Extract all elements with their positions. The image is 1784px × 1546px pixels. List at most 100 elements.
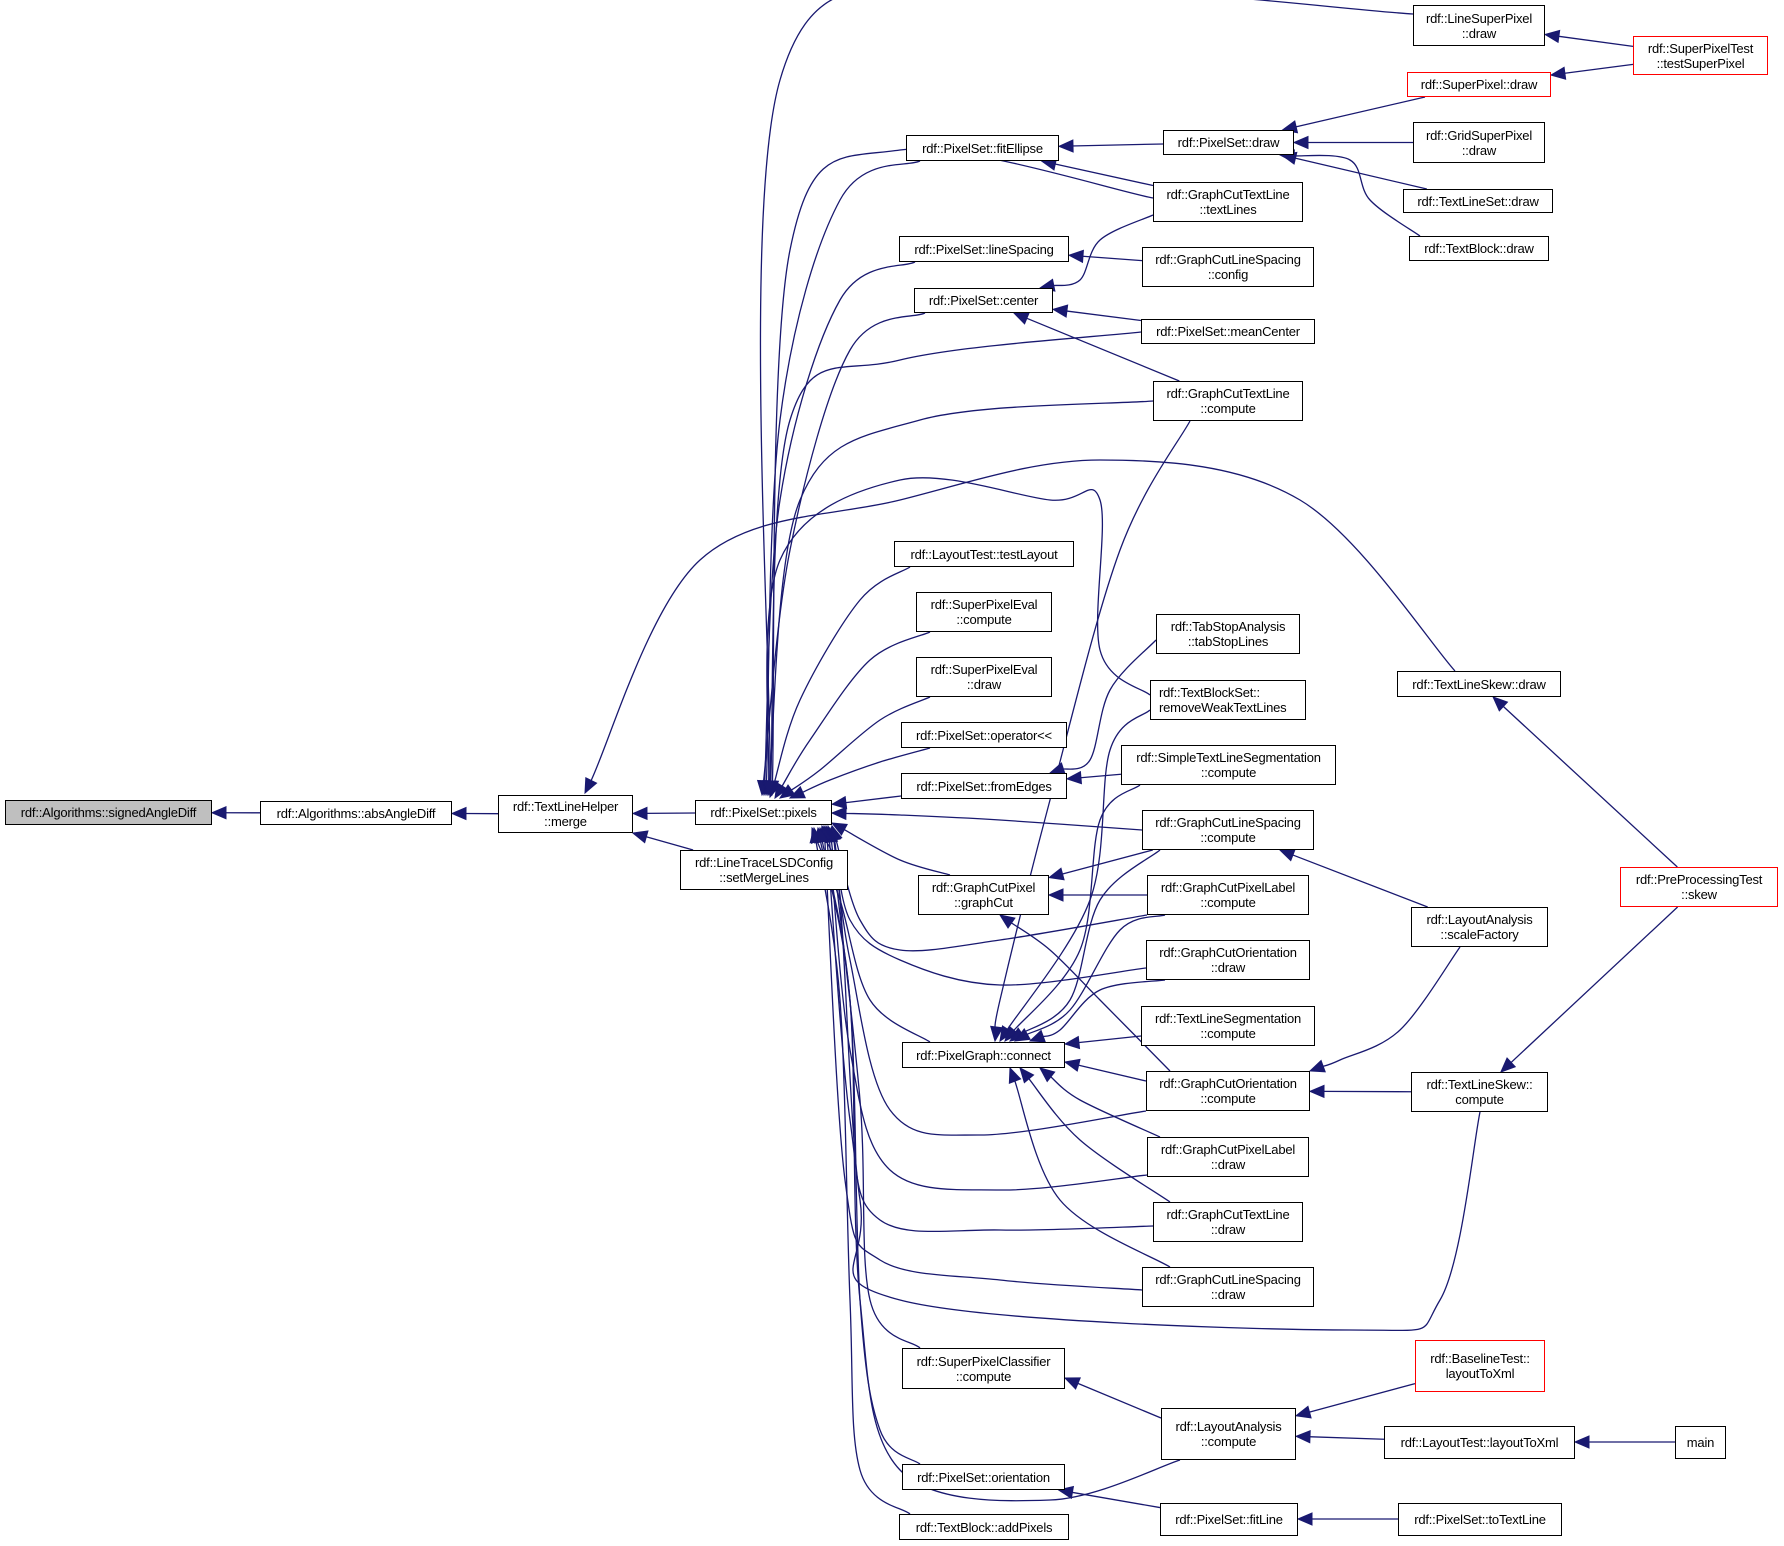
edge-line <box>1019 849 1161 1035</box>
graph-node-tlSkewDraw[interactable]: rdf::TextLineSkew::draw <box>1397 671 1561 697</box>
graph-node-textBlockDraw[interactable]: rdf::TextBlock::draw <box>1409 236 1549 261</box>
graph-node-gctlCompute[interactable]: rdf::GraphCutTextLine ::compute <box>1153 381 1303 421</box>
graph-node-spEvalCompute[interactable]: rdf::SuperPixelEval ::compute <box>916 592 1052 632</box>
graph-node-tabStopLines[interactable]: rdf::TabStopAnalysis ::tabStopLines <box>1156 614 1300 654</box>
graph-node-operatorShift[interactable]: rdf::PixelSet::operator<< <box>901 722 1067 748</box>
edge-ppSkew-to-tlSkewDraw <box>1492 696 1678 868</box>
node-label: rdf::PixelSet::draw <box>1177 135 1280 150</box>
edge-line <box>772 566 911 786</box>
edge-arrowhead <box>1292 135 1309 150</box>
graph-node-graphCut[interactable]: rdf::GraphCutPixel ::graphCut <box>918 875 1049 915</box>
node-label: rdf::GraphCutOrientation ::draw <box>1159 945 1297 975</box>
graph-node-pixelSetDraw[interactable]: rdf::PixelSet::draw <box>1163 130 1294 155</box>
graph-node-gridSPDraw[interactable]: rdf::GridSuperPixel ::draw <box>1413 122 1545 163</box>
graph-node-spDraw[interactable]: rdf::SuperPixel::draw <box>1407 72 1551 97</box>
graph-node-meanCenter[interactable]: rdf::PixelSet::meanCenter <box>1141 319 1315 344</box>
edge-line <box>762 312 926 784</box>
graph-node-lineSPDraw[interactable]: rdf::LineSuperPixel ::draw <box>1413 5 1545 46</box>
edge-line <box>1012 784 1141 1033</box>
graph-node-fitLine[interactable]: rdf::PixelSet::fitLine <box>1160 1503 1298 1536</box>
edge-arrowhead <box>1063 1035 1081 1050</box>
graph-node-gcplDraw[interactable]: rdf::GraphCutPixelLabel ::draw <box>1147 1137 1309 1177</box>
graph-node-tlSetDraw[interactable]: rdf::TextLineSet::draw <box>1403 189 1553 213</box>
graph-node-toTextLine[interactable]: rdf::PixelSet::toTextLine <box>1398 1503 1562 1536</box>
node-label: rdf::PixelGraph::connect <box>916 1047 1051 1063</box>
graph-node-gctlDraw[interactable]: rdf::GraphCutTextLine ::draw <box>1153 1202 1303 1242</box>
edge-merge-to-absAngleDiff <box>450 806 499 821</box>
edge-line <box>1051 214 1154 287</box>
edge-main-to-layoutTestLayoutToXml <box>1573 1435 1675 1449</box>
node-label: rdf::GridSuperPixel ::draw <box>1425 127 1533 158</box>
edge-arrowhead <box>1573 1435 1590 1449</box>
node-label: rdf::SuperPixelEval ::compute <box>930 597 1038 627</box>
graph-node-center[interactable]: rdf::PixelSet::center <box>914 288 1053 313</box>
edge-tlSkewDraw-to-merge <box>584 459 1456 795</box>
graph-node-gclsConfig[interactable]: rdf::GraphCutLineSpacing ::config <box>1142 247 1314 287</box>
graph-node-absAngleDiff[interactable]: rdf::Algorithms::absAngleDiff <box>260 801 452 825</box>
graph-node-orientation[interactable]: rdf::PixelSet::orientation <box>902 1464 1065 1490</box>
graph-node-tlsCompute[interactable]: rdf::TextLineSegmentation ::compute <box>1141 1006 1315 1046</box>
edge-graphCut-to-pixels <box>830 822 951 876</box>
node-label: rdf::PixelSet::center <box>928 293 1039 308</box>
edge-line <box>644 835 694 851</box>
edge-line <box>1076 1035 1142 1044</box>
graph-node-tlSkewCompute[interactable]: rdf::TextLineSkew:: compute <box>1411 1072 1548 1112</box>
graph-node-gclsDraw[interactable]: rdf::GraphCutLineSpacing ::draw <box>1142 1267 1314 1307</box>
edge-arrowhead <box>1492 696 1509 712</box>
edge-line <box>824 837 1481 1332</box>
edge-arrowhead <box>1019 1067 1035 1084</box>
graph-node-baselineLayoutToXml[interactable]: rdf::BaselineTest:: layoutToXml <box>1415 1340 1545 1392</box>
edge-absAngleDiff-to-signedAngleDiff <box>210 805 261 820</box>
edge-gclsConfig-to-lineSpacing <box>1067 249 1143 264</box>
graph-node-setMergeLines[interactable]: rdf::LineTraceLSDConfig ::setMergeLines <box>680 850 848 890</box>
graph-node-pixels[interactable]: rdf::PixelSet::pixels <box>695 800 832 825</box>
edge-line <box>833 837 1147 986</box>
graph-node-laCompute[interactable]: rdf::LayoutAnalysis ::compute <box>1161 1408 1296 1460</box>
graph-node-scaleFactory[interactable]: rdf::LayoutAnalysis ::scaleFactory <box>1411 907 1548 947</box>
edge-line <box>1024 316 1180 382</box>
graph-node-gctlTextLines[interactable]: rdf::GraphCutTextLine ::textLines <box>1153 182 1303 222</box>
graph-node-gclsCompute[interactable]: rdf::GraphCutLineSpacing ::compute <box>1142 810 1314 850</box>
graph-node-signedAngleDiff: rdf::Algorithms::signedAngleDiff <box>5 800 212 825</box>
graph-node-layoutTestLayoutToXml[interactable]: rdf::LayoutTest::layoutToXml <box>1384 1426 1575 1459</box>
graph-node-gcoCompute[interactable]: rdf::GraphCutOrientation ::compute <box>1146 1071 1310 1111</box>
edge-arrowhead <box>1499 1057 1517 1073</box>
edge-laCompute-to-spClassifierCompute <box>1063 1377 1162 1419</box>
edge-line <box>1061 639 1157 770</box>
edge-line <box>832 837 1147 1136</box>
graph-node-spClassifierCompute[interactable]: rdf::SuperPixelClassifier ::compute <box>902 1348 1065 1389</box>
edge-pixelSetDraw-to-fitEllipse <box>1057 139 1164 153</box>
edge-line <box>1293 157 1427 190</box>
graph-node-ppSkew[interactable]: rdf::PreProcessingTest ::skew <box>1620 867 1778 907</box>
graph-node-merge[interactable]: rdf::TextLineHelper ::merge <box>498 795 633 833</box>
edge-arrowhead <box>830 806 847 821</box>
node-label: rdf::LineTraceLSDConfig ::setMergeLines <box>695 855 833 885</box>
graph-node-gcoDraw[interactable]: rdf::GraphCutOrientation ::draw <box>1146 940 1310 980</box>
node-label: rdf::PixelSet::fitEllipse <box>922 140 1043 156</box>
node-label: rdf::GraphCutPixel ::graphCut <box>931 880 1036 910</box>
graph-node-lineSpacing[interactable]: rdf::PixelSet::lineSpacing <box>899 236 1069 262</box>
edge-tlSetDraw-to-pixelSetDraw <box>1280 151 1427 190</box>
graph-node-connect[interactable]: rdf::PixelGraph::connect <box>902 1042 1065 1068</box>
graph-node-fitEllipse[interactable]: rdf::PixelSet::fitEllipse <box>906 135 1059 161</box>
edge-line <box>1307 1436 1385 1440</box>
edge-line <box>1070 143 1164 147</box>
edge-line <box>759 0 1414 784</box>
graph-node-spEvalDraw[interactable]: rdf::SuperPixelEval ::draw <box>916 657 1052 697</box>
graph-node-gcplCompute[interactable]: rdf::GraphCutPixelLabel ::compute <box>1147 875 1309 915</box>
graph-node-testLayout[interactable]: rdf::LayoutTest::testLayout <box>894 541 1074 567</box>
node-label: rdf::LayoutTest::testLayout <box>910 546 1058 562</box>
edge-arrowhead <box>1063 1058 1081 1072</box>
edge-line <box>1060 849 1153 876</box>
graph-node-simpleTLSCompute[interactable]: rdf::SimpleTextLineSegmentation ::comput… <box>1121 745 1336 785</box>
graph-node-spTest[interactable]: rdf::SuperPixelTest ::testSuperPixel <box>1633 36 1768 75</box>
graph-node-removeWeak[interactable]: rdf::TextBlockSet:: removeWeakTextLines <box>1150 680 1306 720</box>
graph-node-main[interactable]: main <box>1675 1426 1726 1459</box>
graph-node-fromEdges[interactable]: rdf::PixelSet::fromEdges <box>901 773 1067 799</box>
node-label: rdf::Algorithms::signedAngleDiff <box>20 805 197 820</box>
node-label: rdf::GraphCutTextLine ::draw <box>1166 1207 1290 1237</box>
edge-operatorShift-to-pixels <box>788 747 931 799</box>
edge-line <box>1321 946 1461 1068</box>
graph-node-addPixels[interactable]: rdf::TextBlock::addPixels <box>899 1514 1069 1540</box>
node-label: rdf::GraphCutLineSpacing ::config <box>1155 252 1301 282</box>
